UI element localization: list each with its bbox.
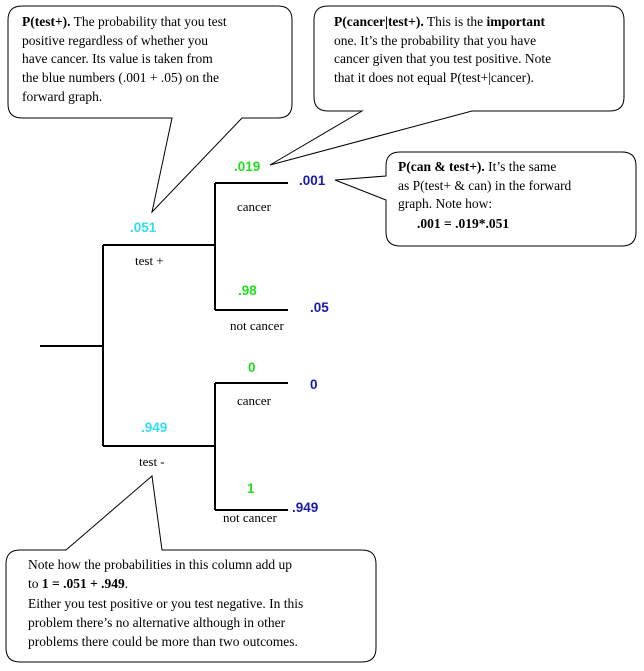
callout-column-sum-bubble bbox=[5, 475, 377, 663]
callout-test-positive-bold: P(test+). bbox=[22, 14, 71, 29]
label-positive-cancer: cancer bbox=[237, 199, 272, 214]
callout-test-positive-line4: the blue numbers (.001 + .05) on the bbox=[22, 70, 219, 85]
svg-text:P(cancer|test+). This is the i: P(cancer|test+). This is the important bbox=[334, 14, 546, 29]
label-test-positive: test + bbox=[135, 253, 164, 268]
label-negative-not-cancer: not cancer bbox=[223, 510, 277, 525]
callout-cancer-and-positive-line3: graph. Note how: bbox=[398, 196, 492, 211]
callout-test-positive-line2: positive regardless of whether you bbox=[22, 33, 208, 48]
callout-cancer-and-positive-line1: It’s the same bbox=[485, 159, 557, 174]
svg-text:P(can & test+). It’s the same: P(can & test+). It’s the same bbox=[398, 159, 556, 174]
callout-cancer-given-positive-line1a: This is the bbox=[424, 14, 487, 29]
callout-cancer-given-positive: P(cancer|test+). This is the important o… bbox=[269, 5, 625, 166]
svg-text:P(test+). The probability that: P(test+). The probability that you test bbox=[22, 14, 227, 29]
prob-test-negative: .949 bbox=[141, 420, 167, 435]
callout-cancer-given-positive-bubble bbox=[269, 5, 625, 166]
cond-prob-positive-not-cancer: .98 bbox=[238, 283, 257, 298]
label-negative-cancer: cancer bbox=[237, 393, 272, 408]
joint-prob-positive-not-cancer: .05 bbox=[310, 300, 329, 315]
callout-column-sum-line1: Note how the probabilities in this colum… bbox=[28, 557, 292, 572]
callout-column-sum-bold: 1 = .051 + .949 bbox=[42, 576, 125, 591]
callout-column-sum-line5: problems there could be more than two ou… bbox=[28, 634, 298, 649]
callout-cancer-and-positive-line2: as P(test+ & can) in the forward bbox=[398, 178, 572, 193]
joint-prob-negative-cancer: 0 bbox=[310, 377, 318, 392]
cond-prob-negative-not-cancer: 1 bbox=[247, 481, 255, 496]
callout-cancer-given-positive-line3: cancer given that you test positive. Not… bbox=[334, 51, 551, 66]
callout-column-sum: Note how the probabilities in this colum… bbox=[5, 475, 377, 663]
joint-prob-positive-cancer: .001 bbox=[299, 173, 326, 188]
cond-prob-negative-cancer: 0 bbox=[248, 360, 256, 375]
joint-prob-negative-not-cancer: .949 bbox=[292, 500, 318, 515]
callout-test-positive: P(test+). The probability that you test … bbox=[7, 5, 293, 214]
callout-test-positive-line1: The probability that you test bbox=[71, 14, 227, 29]
callout-column-sum-line4: problem there’s no alternative although … bbox=[28, 615, 286, 630]
callout-cancer-given-positive-line4: that it does not equal P(test+|cancer). bbox=[334, 70, 534, 85]
callout-test-positive-line5: forward graph. bbox=[22, 89, 102, 104]
cond-prob-positive-cancer: .019 bbox=[234, 159, 260, 174]
callout-cancer-given-positive-bold1: P(cancer|test+). bbox=[334, 14, 424, 29]
callout-test-positive-line3: have cancer. Its value is taken from bbox=[22, 51, 213, 66]
callout-column-sum-line2a: to bbox=[28, 576, 42, 591]
svg-text:to 1 = .051 + .949.: to 1 = .051 + .949. bbox=[28, 576, 128, 591]
label-test-negative: test - bbox=[139, 454, 165, 469]
prob-test-positive: .051 bbox=[130, 220, 157, 235]
callout-cancer-and-positive-equation: .001 = .019*.051 bbox=[417, 216, 509, 231]
callout-cancer-and-positive: P(can & test+). It’s the same as P(test+… bbox=[334, 151, 637, 247]
callout-test-positive-bubble bbox=[7, 5, 293, 214]
callout-column-sum-line2b: . bbox=[125, 576, 128, 591]
callout-cancer-given-positive-line2: one. It’s the probability that you have bbox=[334, 33, 536, 48]
callout-cancer-and-positive-bold: P(can & test+). bbox=[398, 159, 485, 174]
callout-cancer-and-positive-bubble bbox=[334, 151, 637, 247]
tree-branches bbox=[40, 182, 288, 511]
callout-cancer-given-positive-bold2: important bbox=[487, 14, 546, 29]
label-positive-not-cancer: not cancer bbox=[230, 318, 284, 333]
callout-column-sum-line3: Either you test positive or you test neg… bbox=[28, 596, 303, 611]
